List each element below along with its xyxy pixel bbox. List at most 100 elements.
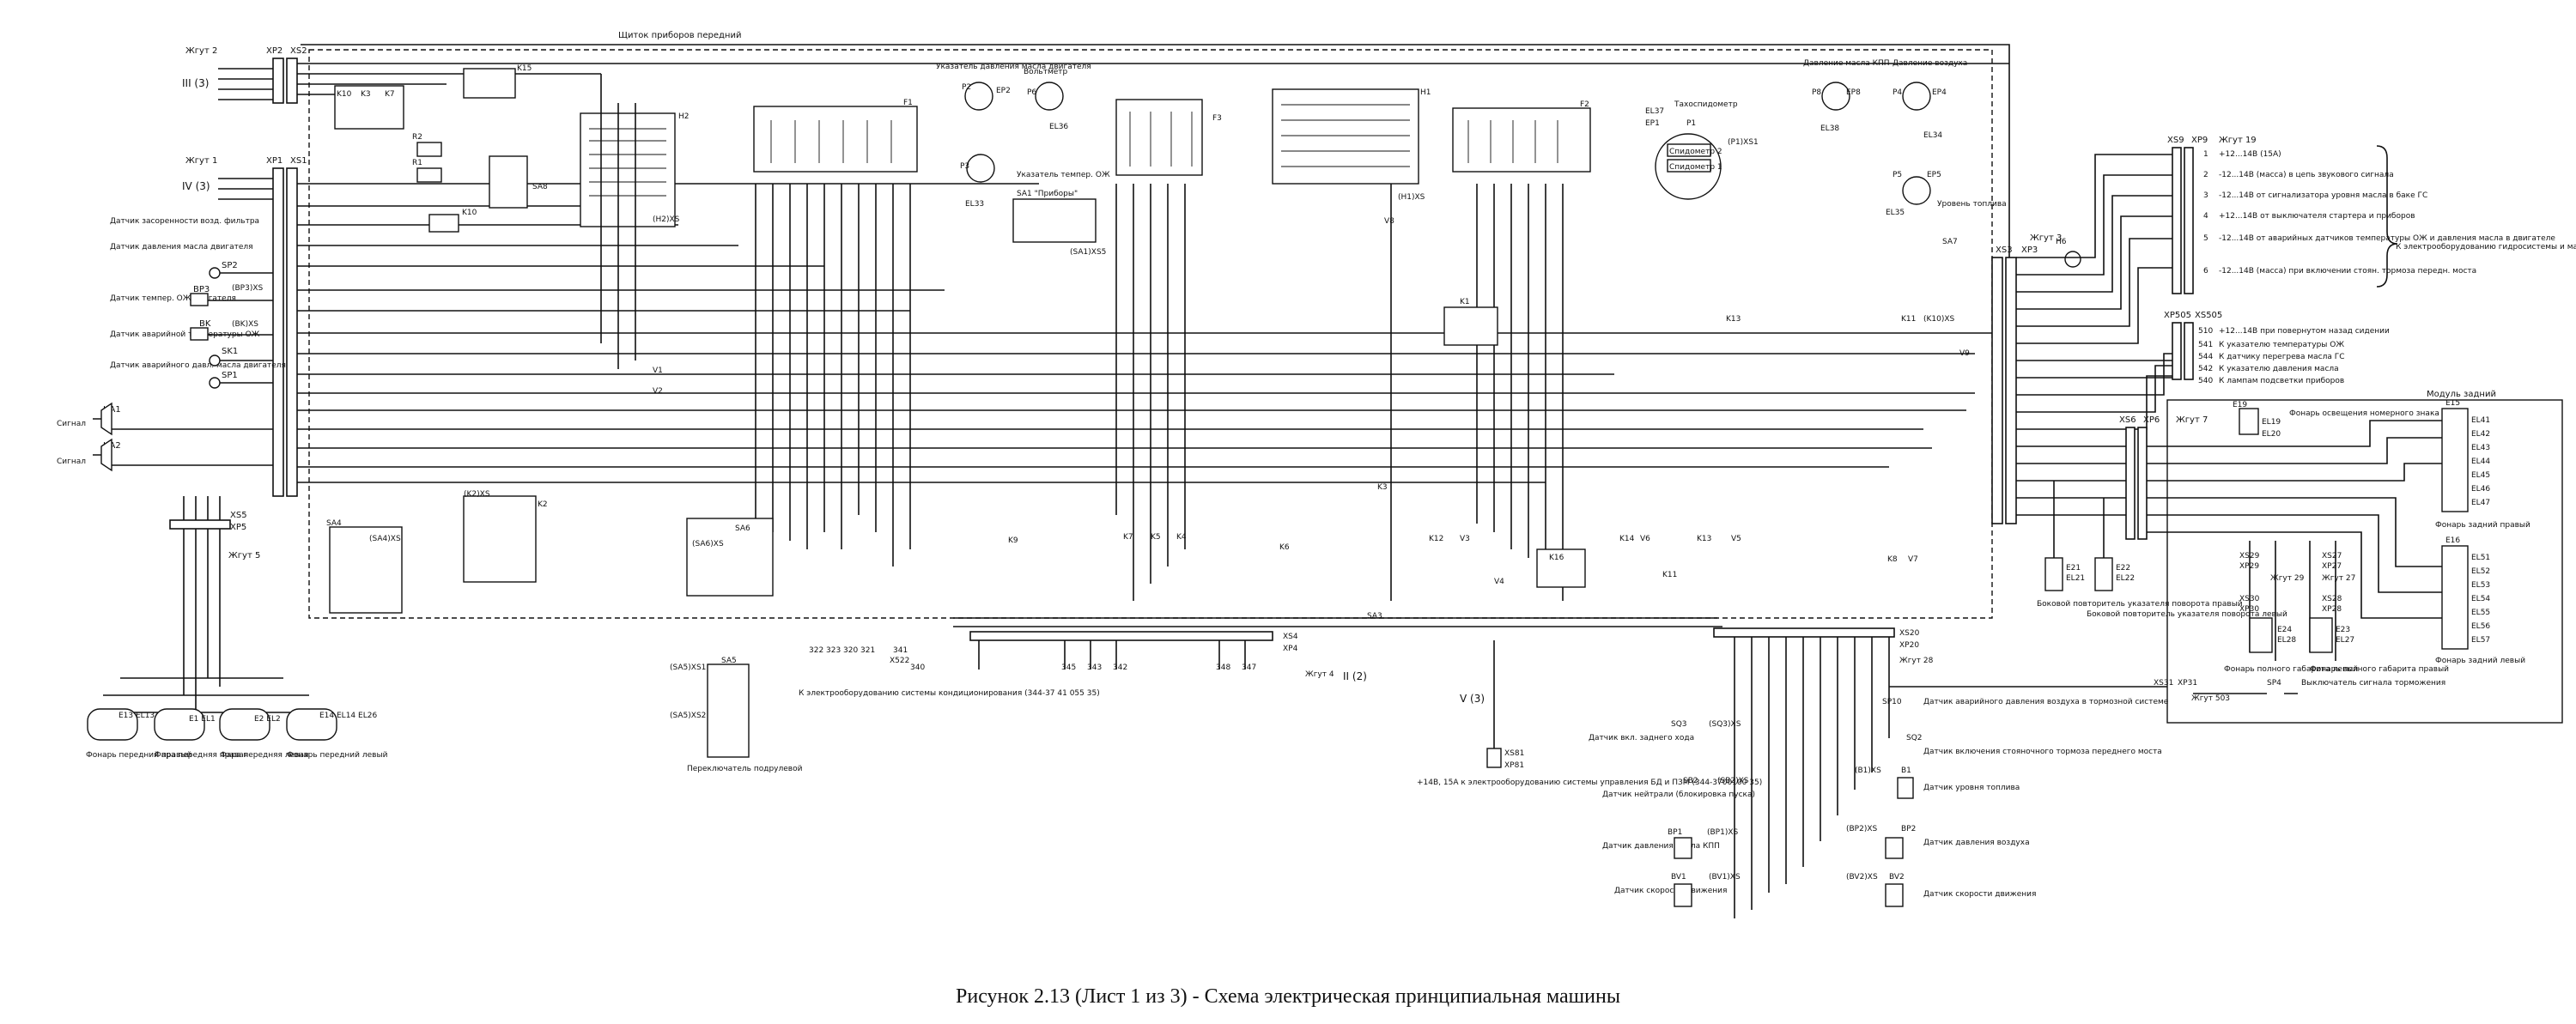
pin-label: 322	[809, 646, 823, 655]
component-ref: EL38	[1820, 124, 1839, 133]
component-ref: K7	[385, 90, 395, 99]
component-ref: SA3	[1367, 612, 1382, 621]
xp5-label: XP5	[230, 523, 246, 532]
fuse-block-f2: F2	[1452, 100, 1591, 173]
component-ref: V1	[653, 367, 663, 375]
gauge-icon	[1902, 176, 1931, 205]
note-text: +12...14В при повернутом назад сидении	[2219, 327, 2390, 336]
marker-right-label: Боковой повторитель указателя поворота п…	[2037, 600, 2243, 609]
note-pin: 4	[2203, 212, 2208, 221]
note-pin: 540	[2198, 377, 2213, 385]
component-ref: E23	[2336, 626, 2350, 634]
tag-sa5-2: (SA5)XS2	[670, 712, 706, 720]
pin-label: 340	[910, 663, 925, 672]
side-lamp-right-label: Фонарь полного габарита правый	[2310, 665, 2449, 674]
component-ref: H6	[2056, 238, 2067, 246]
front-lamp-right: E13 EL13 EL25 Фонарь передний правый	[86, 708, 191, 760]
component-ref: EL37	[1645, 107, 1664, 116]
relay-icon	[1536, 548, 1586, 588]
relay-icon	[428, 214, 459, 233]
component-ref: K5	[1151, 533, 1161, 542]
indicator-panel-icon	[580, 112, 676, 227]
note-text: К указателю давления масла	[2219, 365, 2339, 373]
tag-k2: (K2)XS	[464, 490, 490, 499]
sensor-tag: (B1)XS	[1855, 766, 1881, 775]
component-ref: EP5	[1927, 171, 1941, 179]
speed-sensor-icon	[1674, 883, 1692, 907]
indicator-block-h2: H2 (H2)XS	[580, 112, 690, 227]
note-text: -12...14В (масса) в цепь звукового сигна…	[2219, 171, 2394, 179]
harness-503-label: Жгут 503	[2191, 694, 2230, 703]
component-ref: SB2	[1683, 777, 1698, 785]
component-ref: P3	[960, 162, 969, 171]
resistor-icon	[416, 167, 442, 183]
component-ref: SA6	[735, 524, 750, 533]
component-ref: EL54	[2471, 595, 2490, 603]
component-ref: V3	[1460, 535, 1470, 543]
component-ref: V5	[1731, 535, 1741, 543]
harness-29-label: Жгут 29	[2270, 574, 2305, 583]
xp3-label: XP3	[2021, 245, 2038, 255]
sensor-label: Датчик аварийного давления воздуха в тор…	[1923, 698, 2169, 706]
component-ref: EL34	[1923, 131, 1942, 140]
lamp-icon	[2309, 617, 2333, 653]
sheet-ref-II: II (2)	[1343, 670, 1367, 682]
component-ref: EP8	[1846, 88, 1861, 97]
sensor-ref: SP2	[222, 261, 238, 270]
lamp-refs: E14 EL14 EL26	[319, 712, 377, 720]
harness-2-label: Жгут 2	[185, 46, 217, 56]
pressure-switch-icon	[209, 377, 221, 389]
oil-pressure-ktp-label: Давление масла КПП	[1803, 59, 1890, 68]
component-ref: EL35	[1886, 209, 1905, 217]
fuel-level-label: Уровень топлива	[1937, 200, 2007, 209]
component-ref: K14	[1619, 535, 1635, 543]
harness-4-label: Жгут 4	[1305, 670, 1334, 679]
tag-bp3: (BP3)XS	[232, 284, 264, 293]
component-ref: EP2	[996, 87, 1011, 95]
connector-xs4	[969, 631, 1273, 641]
component-ref: EL33	[965, 200, 984, 209]
lamp-label: Фара передняя левая	[220, 751, 308, 760]
bus-note: +14В, 15А к электрооборудованию системы …	[1417, 779, 1762, 787]
connector-xs1	[286, 167, 298, 497]
pin-label: 323	[826, 646, 841, 655]
component-ref: E16	[2445, 536, 2460, 545]
pin-label: 343	[1087, 663, 1102, 672]
lamp-icon	[2239, 408, 2259, 435]
switch-icon	[1012, 198, 1097, 243]
xs81-label: XS81	[1504, 749, 1524, 758]
component-ref: E22	[2116, 564, 2130, 573]
fuse-block-icon	[1115, 99, 1203, 176]
rear-module-title: Модуль задний	[2427, 390, 2496, 399]
xs27-label: XS27	[2322, 552, 2342, 560]
bottom-sensors: SP10 Датчик аварийного давления воздуха …	[1589, 637, 2169, 918]
harness-27-label: Жгут 27	[2322, 574, 2355, 583]
sensor-label: Датчик темпер. ОЖ двигателя	[110, 294, 236, 303]
pressure-sensor-icon	[190, 293, 209, 306]
lamp-icon	[2249, 617, 2273, 653]
front-headlight-left: E2 EL2 Фара передняя левая	[219, 708, 308, 760]
component-ref: K6	[1279, 543, 1290, 552]
component-ref: EP1	[1645, 119, 1660, 128]
component-ref: EL22	[2116, 574, 2135, 583]
tag-h1: (H1)XS	[1398, 193, 1425, 202]
component-ref: K3	[361, 90, 371, 99]
xs5-label: XS5	[230, 511, 247, 520]
component-ref: K4	[1176, 533, 1187, 542]
pressure-sensor-icon	[209, 267, 221, 279]
xs3-label: XS3	[1996, 245, 2013, 255]
indicator-panel-icon	[1272, 88, 1419, 185]
component-ref: EL55	[2471, 609, 2490, 617]
note-text: К указателю температуры ОЖ	[2219, 341, 2344, 349]
component-ref: H1	[1420, 88, 1431, 97]
connector-xs5	[169, 519, 231, 530]
tacho-display-icon	[1667, 159, 1711, 173]
headlight-icon	[219, 708, 270, 741]
gauge-icon	[1902, 82, 1931, 111]
xs20-label: XS20	[1899, 629, 1920, 638]
gauge-icon	[1821, 82, 1850, 111]
rear-lamp-right-icon	[2441, 408, 2469, 512]
front-lamp-left: E14 EL14 EL26 Фонарь передний левый	[286, 708, 388, 760]
xp505-label: XP505	[2164, 311, 2191, 320]
note-text: +12...14В (15А)	[2219, 150, 2281, 159]
